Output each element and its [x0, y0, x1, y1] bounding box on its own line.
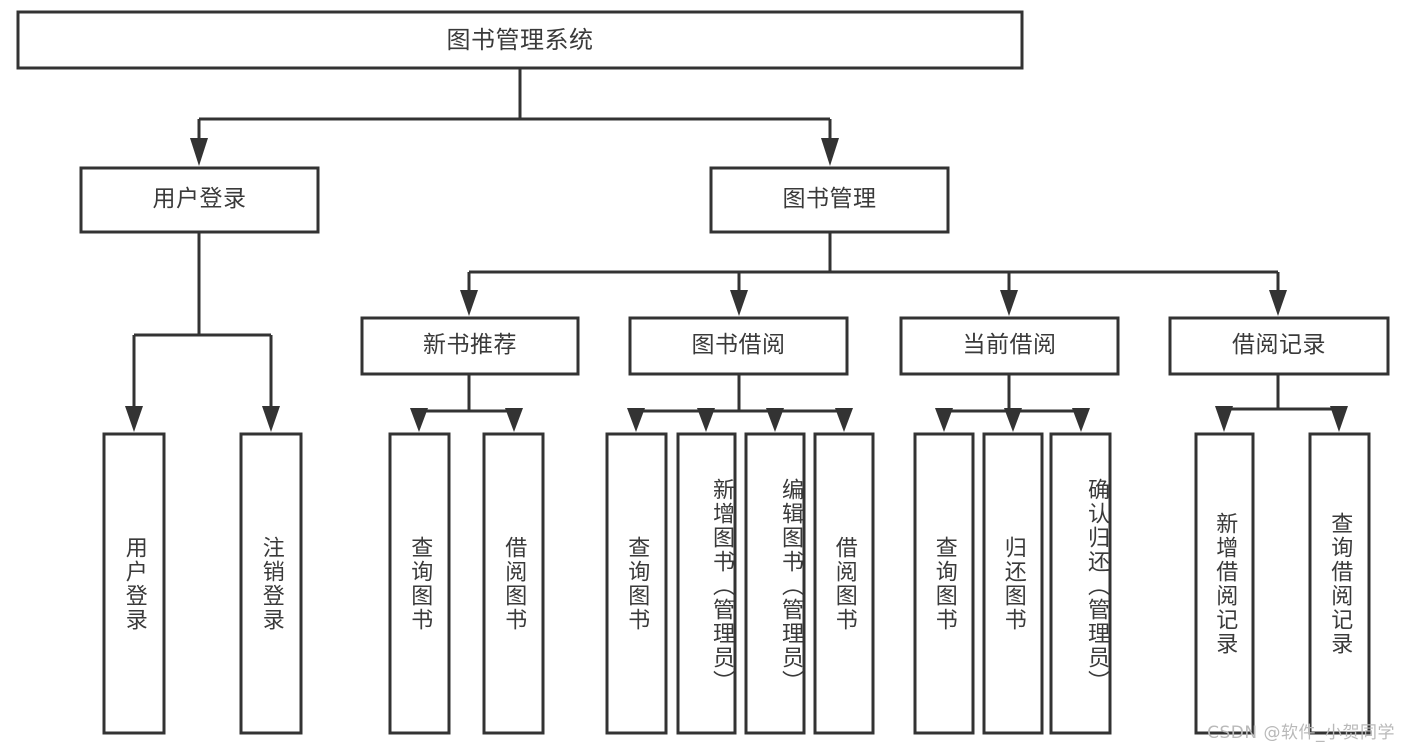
leaf-box-edit-book[interactable] [744, 432, 806, 735]
leaf-box-query-book-rec[interactable] [388, 432, 451, 735]
leaf-box-add-record[interactable] [1194, 432, 1255, 735]
arrow-head-user-login [190, 138, 208, 166]
arrow-head-leaf-return-book [1004, 408, 1022, 432]
arrow-head-leaf-confirm-return [1072, 408, 1090, 432]
arrow-head-leaf-edit-book [766, 408, 784, 432]
leaf-box-query-record[interactable] [1308, 432, 1371, 735]
arrow-head-leaf-logout [262, 406, 280, 432]
node-box-borrow-record[interactable] [1168, 316, 1390, 376]
leaf-box-borrow-book-rec[interactable] [482, 432, 545, 735]
arrow-head-new-book-rec [460, 290, 478, 316]
arrow-head-borrow-record [1269, 290, 1287, 316]
leaf-box-add-book[interactable] [676, 432, 737, 735]
arrow-head-book-manage [821, 138, 839, 166]
arrow-head-leaf-borrow-book-rec [505, 408, 523, 432]
arrow-head-leaf-add-record [1215, 406, 1233, 432]
leaf-box-query-book-cb[interactable] [913, 432, 975, 735]
node-box-book-manage[interactable] [709, 166, 950, 234]
arrow-head-leaf-query-record [1330, 406, 1348, 432]
watermark-text: CSDN @软件_小贺同学 [1207, 723, 1395, 743]
arrow-head-leaf-query-book-cb [935, 408, 953, 432]
node-box-book-borrow[interactable] [628, 316, 849, 376]
node-box-new-book-rec[interactable] [360, 316, 580, 376]
arrow-head-leaf-user-login [125, 406, 143, 432]
arrow-head-leaf-query-book-br [627, 408, 645, 432]
arrow-head-leaf-query-book-rec [410, 408, 428, 432]
arrow-head-leaf-add-book [697, 408, 715, 432]
arrow-head-leaf-borrow-book-br [835, 408, 853, 432]
leaf-box-borrow-book-br[interactable] [813, 432, 875, 735]
arrow-head-current-borrow [1000, 290, 1018, 316]
node-box-user-login[interactable] [79, 166, 320, 234]
node-box-current-borrow[interactable] [899, 316, 1120, 376]
node-box-root[interactable] [16, 10, 1024, 70]
leaf-box-confirm-return[interactable] [1049, 432, 1112, 735]
leaf-box-query-book-br[interactable] [605, 432, 668, 735]
arrow-head-book-borrow [730, 290, 748, 316]
leaf-box-user-login[interactable] [102, 432, 166, 735]
leaf-box-logout[interactable] [239, 432, 303, 735]
leaf-box-return-book[interactable] [982, 432, 1044, 735]
